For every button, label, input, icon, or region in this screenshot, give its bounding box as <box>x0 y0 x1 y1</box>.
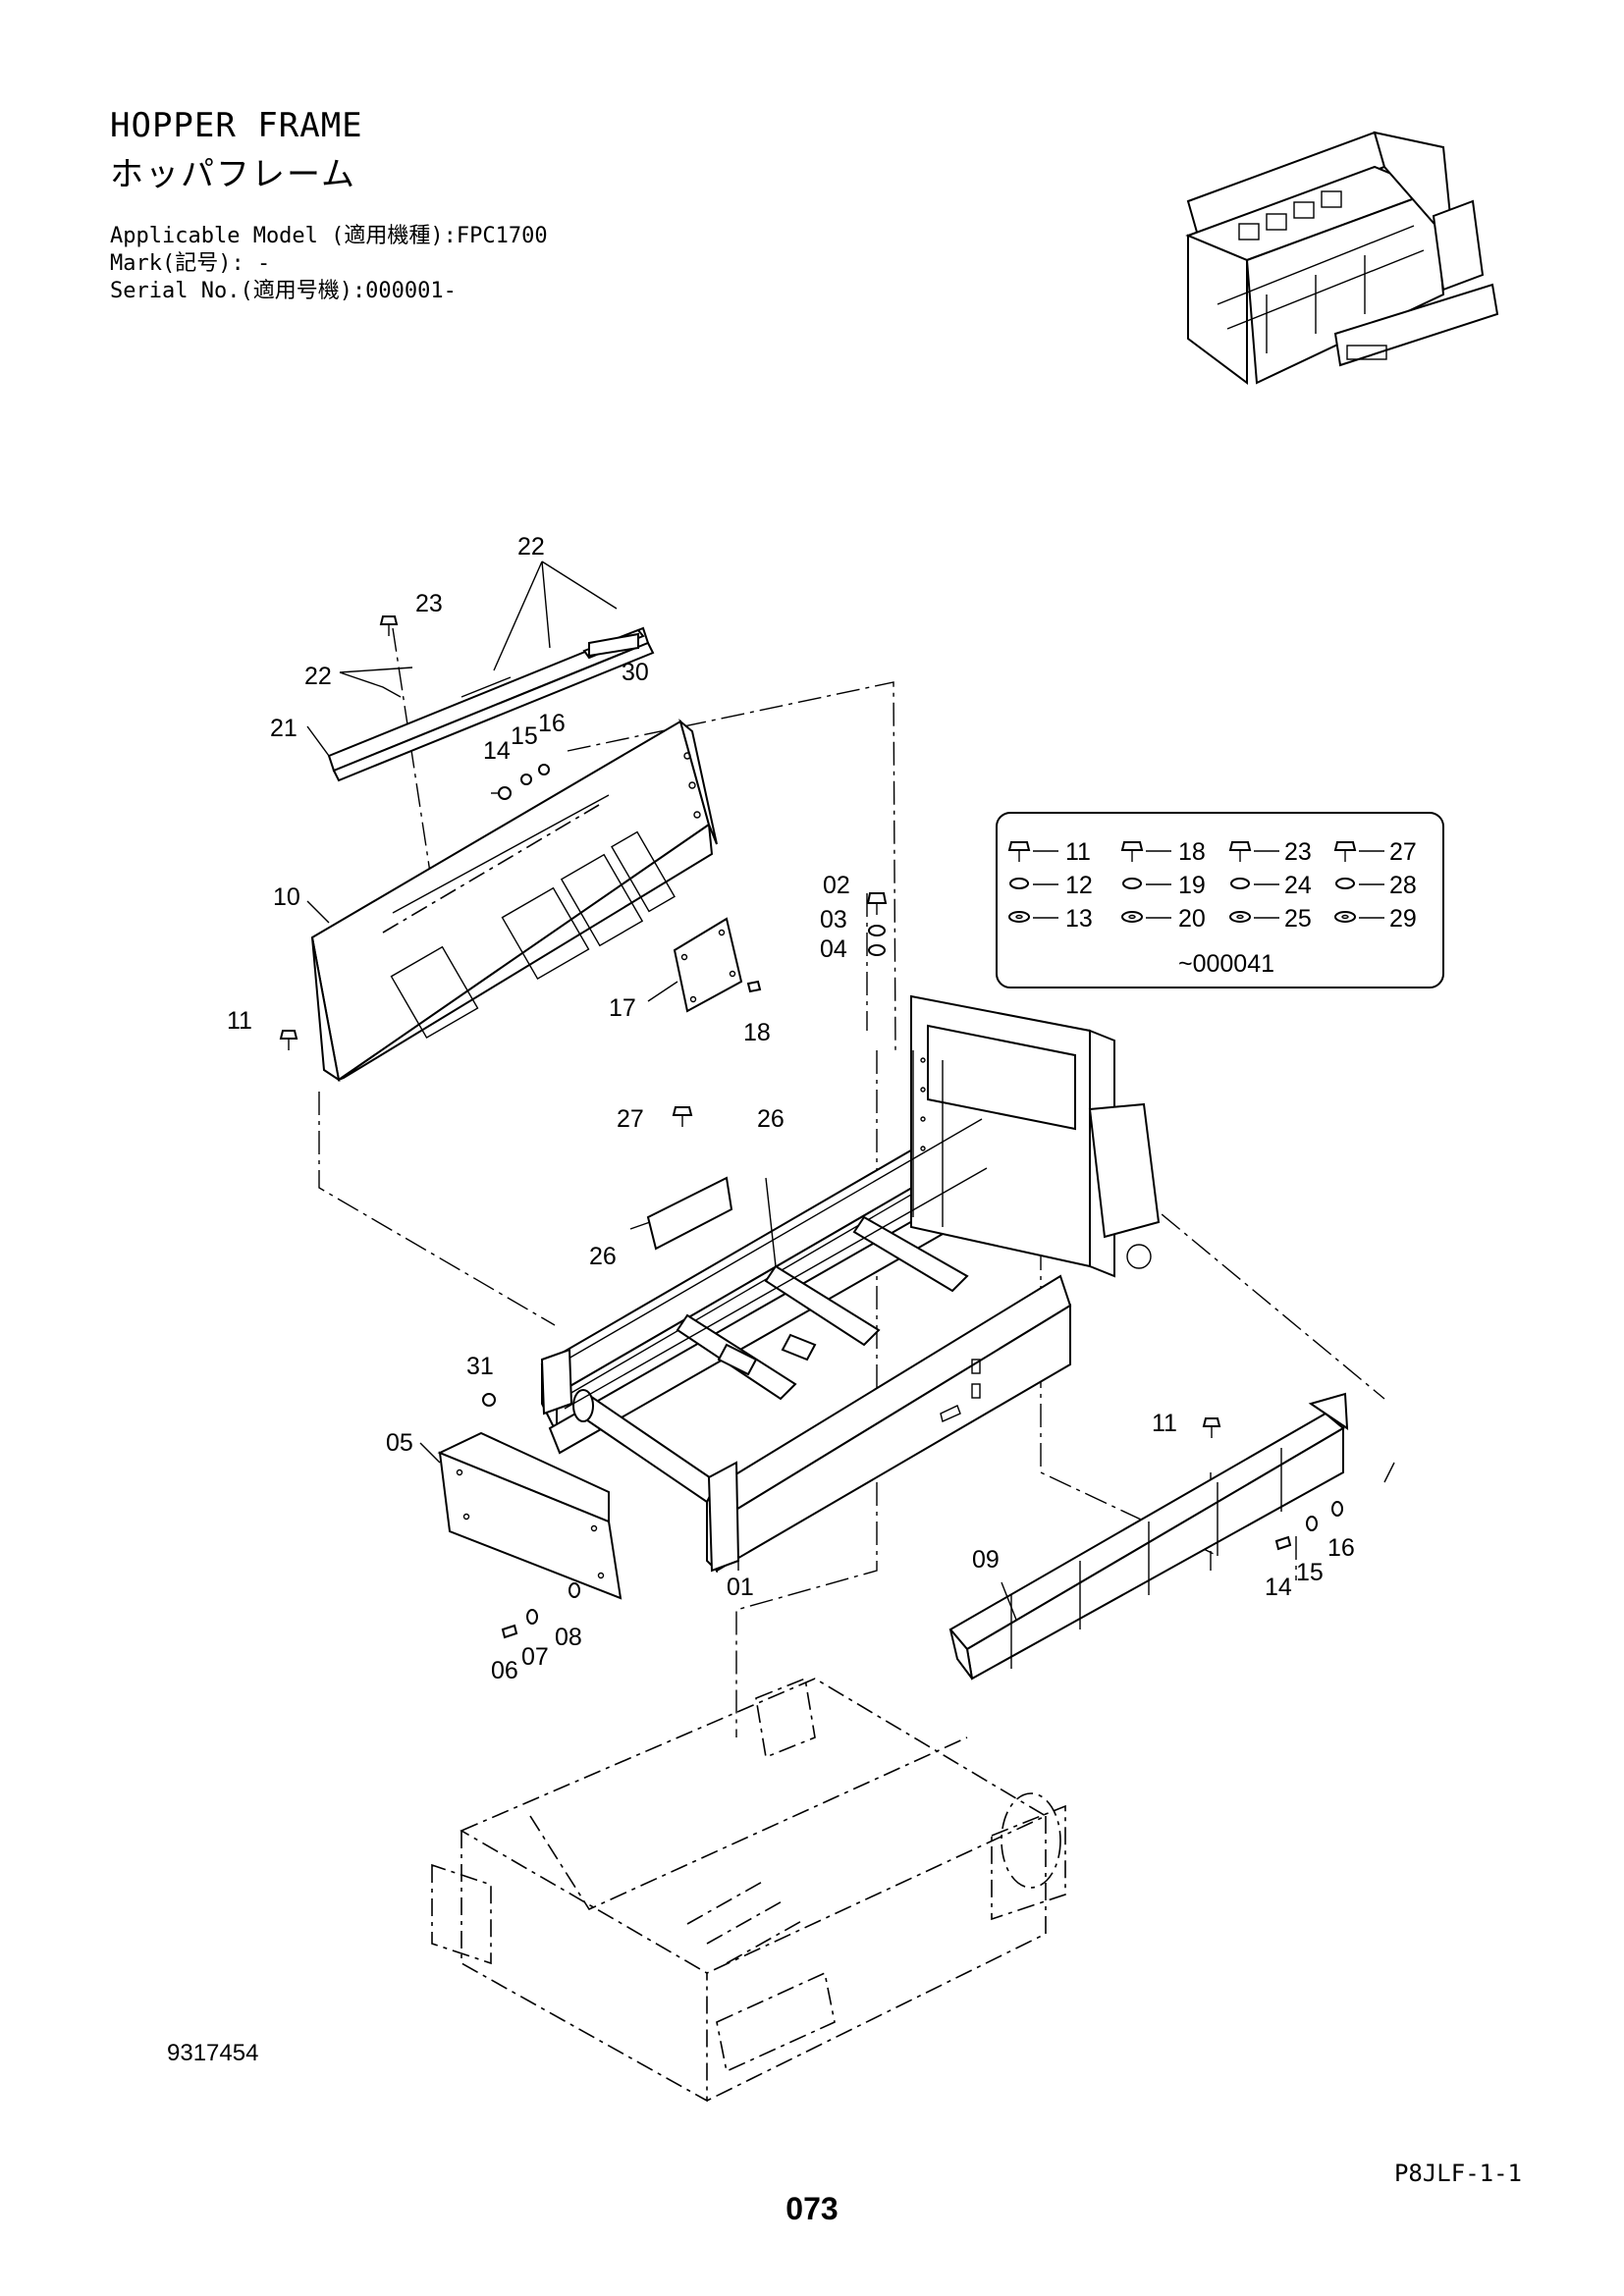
applicable-model: Applicable Model (適用機種):FPC1700 <box>110 224 548 248</box>
legend-27: 27 <box>1389 838 1417 866</box>
legend-11: 11 <box>1065 838 1091 866</box>
part-01-hopper-frame <box>540 994 1161 1574</box>
callout-14-top: 14 <box>483 737 511 765</box>
callout-10: 10 <box>273 883 300 911</box>
hardware-bolts <box>279 615 1343 1639</box>
callout-14-right: 14 <box>1265 1574 1292 1601</box>
callout-08: 08 <box>555 1624 582 1651</box>
serial-number: Serial No.(適用号機):000001- <box>110 279 457 303</box>
callout-15-right: 15 <box>1296 1559 1324 1586</box>
callout-labels: 22 23 30 22 21 14 15 16 10 11 17 18 02 0… <box>227 533 1355 1684</box>
part-10-side-panel <box>310 719 718 1083</box>
legend-12: 12 <box>1065 872 1093 899</box>
legend-28: 28 <box>1389 872 1417 899</box>
callout-15-top: 15 <box>511 722 538 750</box>
part-05-plate <box>437 1431 623 1600</box>
callout-16-top: 16 <box>538 710 566 737</box>
legend-row-spring-washers: 12 19 24 28 <box>1009 872 1417 899</box>
overview-thumbnail <box>1185 131 1499 385</box>
callout-07: 07 <box>521 1643 549 1671</box>
hardware-legend: 11 18 23 27 12 19 24 28 13 20 <box>996 812 1444 988</box>
callout-11-left: 11 <box>227 1007 252 1035</box>
page-title: HOPPER FRAME <box>110 106 363 145</box>
legend-23: 23 <box>1284 838 1312 866</box>
callout-26-lower: 26 <box>589 1243 617 1270</box>
part-30-pad <box>588 632 639 658</box>
callout-18: 18 <box>743 1019 771 1046</box>
part-26-plate <box>646 1176 733 1251</box>
leader-lines <box>306 561 1017 1621</box>
undercarriage-phantom <box>431 1677 1066 2103</box>
callout-17: 17 <box>609 994 636 1022</box>
legend-29: 29 <box>1389 905 1417 933</box>
callout-27: 27 <box>617 1105 644 1133</box>
callout-01: 01 <box>727 1574 754 1601</box>
callout-23: 23 <box>415 590 443 617</box>
callout-21: 21 <box>270 715 298 742</box>
callout-06: 06 <box>491 1657 518 1684</box>
legend-13: 13 <box>1065 905 1093 933</box>
callout-26-upper: 26 <box>757 1105 785 1133</box>
callout-04: 04 <box>820 935 847 963</box>
callout-11-right: 11 <box>1152 1410 1177 1437</box>
callout-02: 02 <box>823 872 850 899</box>
callout-31: 31 <box>466 1353 494 1380</box>
part-17-cover-plate <box>673 917 743 1013</box>
legend-20: 20 <box>1178 905 1206 933</box>
callout-09: 09 <box>972 1546 1000 1574</box>
callout-22-left: 22 <box>304 663 332 690</box>
legend-row-plain-washers: 13 20 25 29 <box>1008 905 1417 933</box>
legend-serial-range: ~000041 <box>1178 950 1274 978</box>
callout-05: 05 <box>386 1429 413 1457</box>
mark: Mark(記号): - <box>110 251 271 276</box>
legend-18: 18 <box>1178 838 1206 866</box>
drawing-number: 9317454 <box>167 2040 259 2066</box>
legend-19: 19 <box>1178 872 1206 899</box>
callout-22-top: 22 <box>517 533 545 561</box>
callout-30: 30 <box>622 659 649 686</box>
page-number: 073 <box>785 2191 839 2226</box>
callout-03: 03 <box>820 906 847 934</box>
page-title-japanese: ホッパフレーム <box>110 155 356 194</box>
part-09-side-beam <box>948 1392 1349 1681</box>
legend-row-bolts: 11 18 23 27 <box>1007 838 1417 866</box>
legend-25: 25 <box>1284 905 1312 933</box>
sheet-code: P8JLF-1-1 <box>1393 2160 1522 2187</box>
legend-24: 24 <box>1284 872 1312 899</box>
callout-16-right: 16 <box>1327 1534 1355 1562</box>
